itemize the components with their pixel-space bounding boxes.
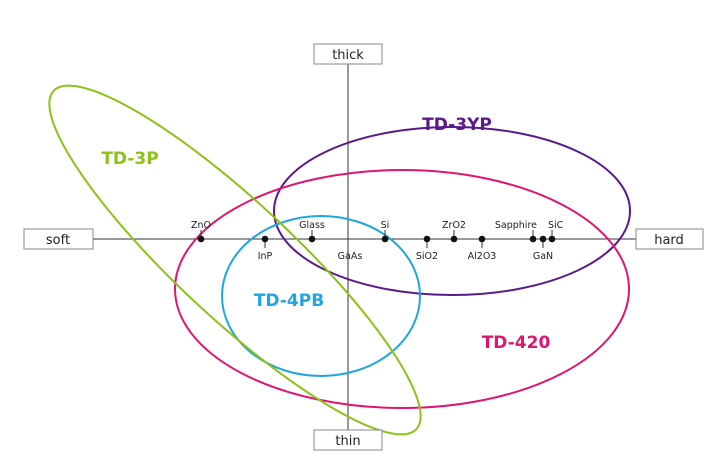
td-420-label: TD-420 — [482, 333, 551, 353]
material-label: Glass — [299, 220, 325, 231]
material-label: SiC — [548, 220, 564, 231]
material-dot — [548, 235, 556, 243]
svg-text:thick: thick — [332, 48, 364, 63]
material-dot — [381, 235, 389, 243]
material-label: Sapphire — [495, 220, 537, 231]
td-4pb-region — [221, 215, 421, 377]
material-dot — [529, 235, 537, 243]
material-dot — [539, 235, 547, 243]
material-label: ZrO2 — [442, 220, 466, 231]
material-label: Al2O3 — [468, 251, 497, 262]
td-3yp-region — [273, 126, 631, 296]
material-label: SiO2 — [416, 251, 438, 262]
thick-box: thick — [313, 43, 383, 65]
material-label: GaAs — [338, 251, 363, 262]
soft-box: soft — [23, 228, 94, 250]
svg-text:soft: soft — [46, 233, 70, 248]
td-3yp-label: TD-3YP — [422, 115, 492, 135]
material-label: GaN — [533, 251, 553, 262]
td-3p-label: TD-3P — [101, 149, 158, 169]
material-dot — [478, 235, 486, 243]
material-label: Si — [381, 220, 390, 231]
material-label: InP — [258, 251, 273, 262]
material-dot — [450, 235, 458, 243]
material-dot — [423, 235, 431, 243]
material-dot — [197, 235, 205, 243]
thin-box: thin — [313, 429, 383, 451]
hard-box: hard — [635, 228, 704, 250]
svg-text:hard: hard — [654, 233, 684, 248]
td-3p-region — [48, 84, 422, 436]
material-dot — [261, 235, 269, 243]
td-420-region — [174, 169, 630, 409]
material-label: ZnO — [191, 220, 211, 231]
svg-text:thin: thin — [335, 434, 360, 449]
material-dot — [308, 235, 316, 243]
td-4pb-label: TD-4PB — [254, 291, 324, 311]
